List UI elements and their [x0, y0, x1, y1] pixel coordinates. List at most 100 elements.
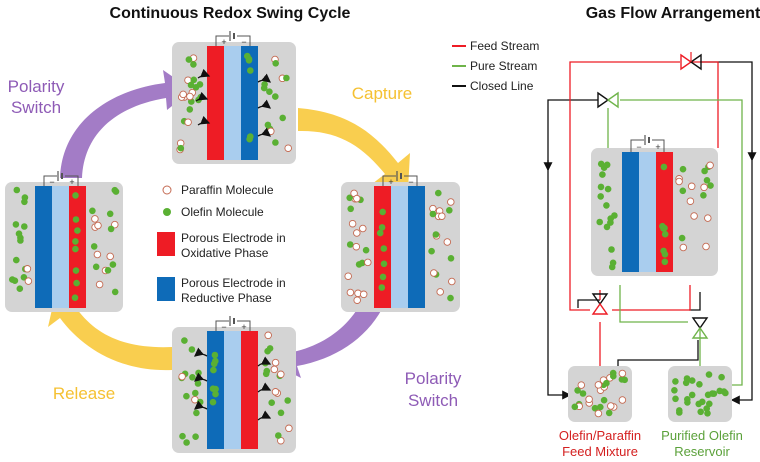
- olefin-molecule: [571, 403, 579, 411]
- paraffin-legend-swatch: [162, 185, 172, 195]
- olefin-molecule: [716, 387, 723, 395]
- olefin-molecule: [272, 139, 279, 146]
- olefin-molecule: [190, 61, 197, 68]
- olefin-molecule: [672, 378, 679, 385]
- paraffin-molecule: [95, 280, 104, 289]
- olefin-molecule: [12, 221, 20, 228]
- olefin-molecule: [678, 234, 686, 242]
- paraffin-molecule: [111, 220, 119, 229]
- olefin-molecule: [605, 409, 613, 417]
- olefin-molecule: [272, 93, 279, 100]
- legend-pure: Pure Stream: [470, 59, 537, 73]
- paraffin-molecule: [438, 212, 446, 220]
- olefin-molecule: [212, 390, 219, 398]
- olefin-molecule: [661, 258, 669, 266]
- olefin-molecule: [603, 223, 611, 231]
- olefin-molecule: [196, 81, 204, 88]
- olefin-molecule: [376, 229, 384, 237]
- paraffin-molecule: [607, 402, 615, 410]
- olefin-molecule: [609, 259, 617, 267]
- svg-text:+: +: [388, 177, 393, 187]
- olefin-molecule: [21, 223, 28, 230]
- paraffin-molecule: [704, 214, 712, 222]
- olefin-molecule: [695, 400, 702, 408]
- paraffin-molecule: [24, 277, 33, 285]
- paraffin-molecule: [679, 243, 688, 252]
- paraffin-molecule: [179, 90, 187, 99]
- olefin-molecule: [697, 408, 704, 416]
- olefin-molecule: [355, 261, 363, 268]
- legend-closed: Closed Line: [470, 79, 534, 93]
- olefin-molecule: [106, 210, 114, 218]
- olefin-molecule: [611, 212, 618, 219]
- paraffin-molecule: [271, 388, 280, 396]
- olefin-molecule: [661, 230, 669, 238]
- legend-reductive-2: Reductive Phase: [181, 291, 272, 305]
- olefin-molecule: [92, 263, 100, 271]
- olefin-molecule: [596, 218, 603, 226]
- olefin-molecule: [74, 227, 81, 234]
- olefin-molecule: [621, 376, 628, 384]
- olefin-molecule: [597, 403, 604, 411]
- olefin-molecule: [684, 399, 691, 406]
- paraffin-molecule: [23, 265, 32, 273]
- legend-paraffin: Paraffin Molecule: [181, 183, 274, 197]
- svg-text:−: −: [408, 177, 413, 187]
- paraffin-molecule: [94, 221, 102, 230]
- paraffin-molecule: [277, 370, 285, 379]
- olefin-molecule: [722, 389, 729, 397]
- stage-label-polarity-left-1: Polarity: [8, 77, 65, 96]
- olefin-molecule: [179, 432, 186, 440]
- olefin-molecule: [193, 409, 200, 417]
- olefin-molecule: [703, 405, 710, 412]
- olefin-molecule: [679, 165, 687, 173]
- paraffin-molecule: [91, 215, 99, 223]
- olefin-molecule: [210, 366, 217, 374]
- olefin-molecule: [72, 267, 80, 274]
- valve-pure-bottom: [691, 317, 709, 339]
- olefin-molecule: [212, 357, 219, 365]
- release-arrow: [48, 296, 172, 371]
- olefin-molecule: [72, 192, 79, 199]
- olefin-molecule: [107, 225, 115, 233]
- paraffin-molecule: [264, 331, 272, 340]
- olefin-molecule: [597, 183, 605, 191]
- olefin-molecule: [72, 216, 80, 223]
- olefin-molecule: [209, 385, 217, 393]
- reductive-legend-swatch: [157, 277, 175, 301]
- paraffin-molecule: [284, 144, 292, 152]
- paraffin-molecule: [352, 242, 361, 251]
- olefin-molecule: [211, 351, 219, 359]
- olefin-molecule: [187, 81, 195, 89]
- olefin-molecule: [264, 121, 272, 129]
- pure-reservoir: [668, 366, 732, 422]
- olefin-molecule: [183, 439, 190, 446]
- paraffin-molecule: [186, 92, 194, 101]
- olefin-molecule: [660, 163, 668, 171]
- paraffin-molecule: [364, 258, 372, 267]
- olefin-molecule: [610, 372, 617, 380]
- olefin-molecule: [188, 346, 196, 353]
- olefin-molecule: [72, 245, 79, 253]
- olefin-molecule: [192, 433, 199, 441]
- flow-molecules: [571, 160, 729, 418]
- paraffin-molecule: [448, 277, 456, 286]
- olefin-molecule: [600, 396, 608, 404]
- olefin-molecule: [446, 207, 453, 214]
- olefin-molecule: [260, 84, 268, 92]
- svg-text:+: +: [655, 142, 660, 152]
- olefin-molecule: [183, 392, 190, 400]
- paraffin-molecule: [346, 288, 355, 297]
- olefin-molecule: [672, 395, 679, 403]
- olefin-molecule: [347, 205, 355, 213]
- stage-label-polarity-right-1: Polarity: [405, 369, 462, 388]
- olefin-molecule: [379, 273, 387, 281]
- olefin-molecule: [696, 381, 703, 388]
- olefin-molecule: [362, 246, 370, 254]
- olefin-legend-swatch: [163, 208, 171, 216]
- capture-arrow: [298, 108, 410, 190]
- paraffin-molecule: [594, 409, 603, 418]
- olefin-molecule: [608, 246, 615, 253]
- olefin-molecule: [263, 367, 271, 375]
- olefin-molecule: [192, 389, 199, 397]
